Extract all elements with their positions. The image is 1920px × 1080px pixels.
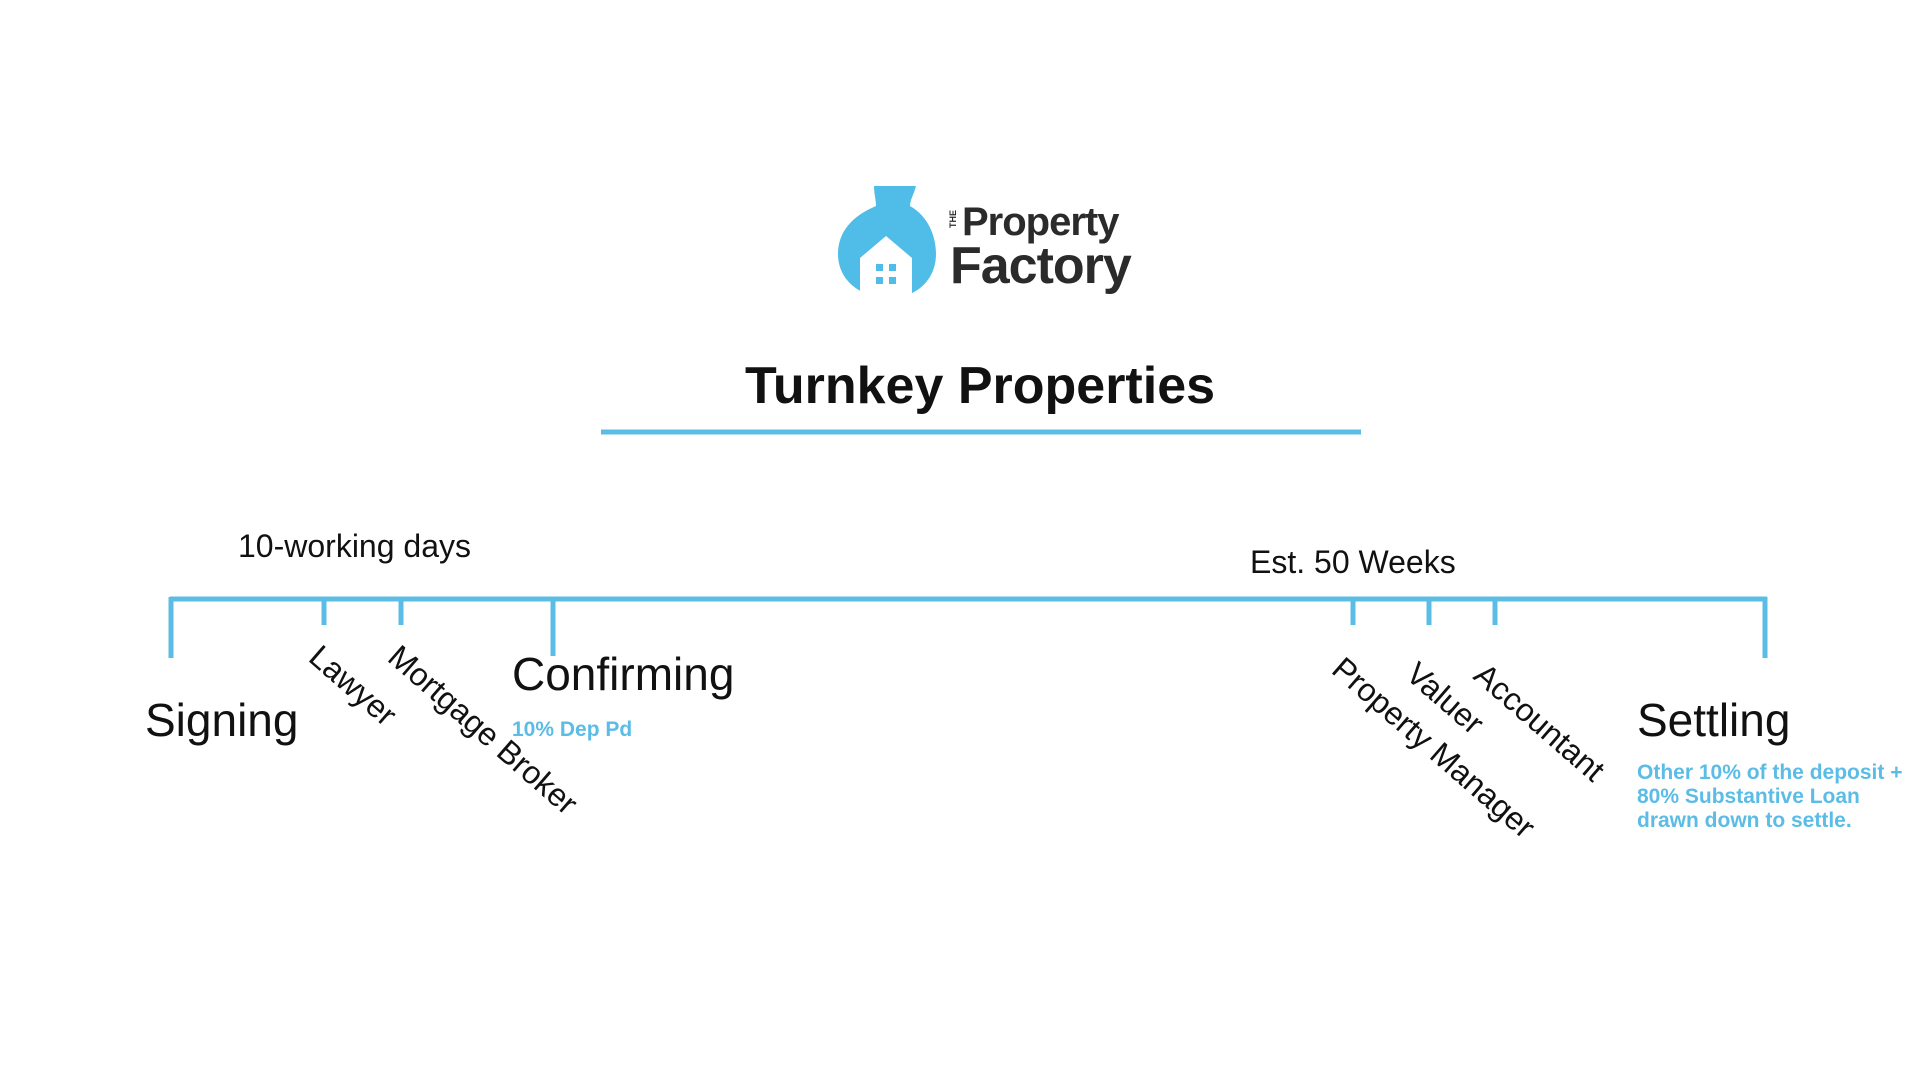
duration-10-working-days: 10-working days xyxy=(238,528,471,564)
logo-property-text: Property xyxy=(962,200,1119,244)
duration-est-50-weeks: Est. 50 Weeks xyxy=(1250,544,1456,580)
stage-confirming: Confirming xyxy=(512,648,735,700)
stage-signing: Signing xyxy=(145,694,299,746)
page-title: Turnkey Properties xyxy=(744,357,1216,415)
settling-note: Other 10% of the deposit + 80% Substanti… xyxy=(1637,761,1903,832)
confirming-note: 10% Dep Pd xyxy=(512,718,633,741)
stage-settling: Settling xyxy=(1637,694,1791,746)
brand-logo: THE Property Factory xyxy=(836,184,1176,304)
house-drop-logo-icon xyxy=(838,186,936,298)
logo-factory-text: Factory xyxy=(950,237,1132,295)
